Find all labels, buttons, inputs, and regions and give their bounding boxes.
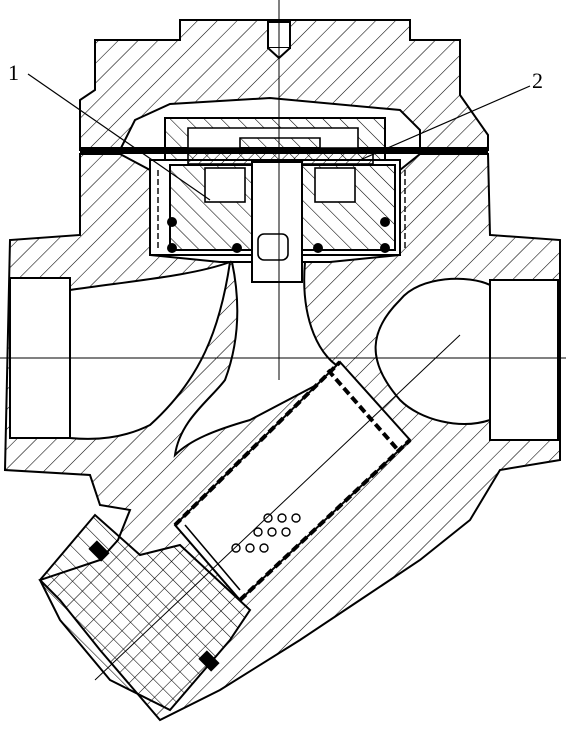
outlet-bore xyxy=(489,279,559,441)
o-ring xyxy=(167,243,177,253)
callout-1-leader xyxy=(27,73,211,201)
strainer-holes xyxy=(231,513,301,553)
callout-2-leader xyxy=(359,85,531,161)
callout-2-label: 2 xyxy=(532,68,543,93)
strainer-cap xyxy=(38,513,252,712)
center-stem xyxy=(251,161,303,283)
center-lines xyxy=(0,0,566,681)
o-ring xyxy=(380,217,390,227)
valve-assembly xyxy=(149,117,406,283)
o-ring xyxy=(313,243,323,253)
callout-1-label: 1 xyxy=(8,60,19,85)
callout-2: 2 xyxy=(359,68,543,161)
o-ring xyxy=(232,243,242,253)
o-ring xyxy=(380,243,390,253)
callout-1: 1 xyxy=(8,60,211,201)
o-ring xyxy=(167,217,177,227)
